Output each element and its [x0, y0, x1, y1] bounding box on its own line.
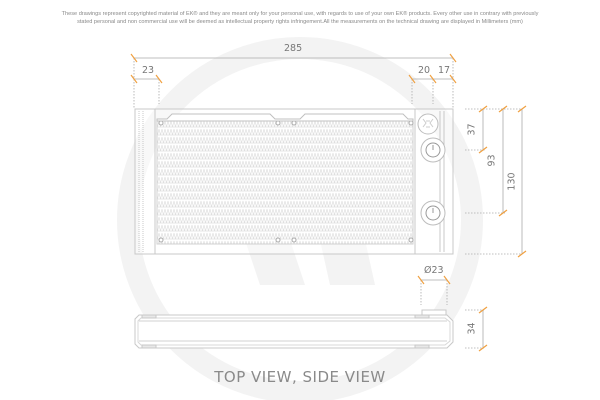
- dim-port-spacing: 93: [486, 154, 498, 167]
- outlet-port: [420, 200, 446, 226]
- dim-right-offset: 17: [438, 65, 451, 76]
- dim-left-endtank: 23: [142, 65, 155, 76]
- view-caption: TOP VIEW, SIDE VIEW: [214, 368, 386, 386]
- disclaimer-line-2: stated personal and non commercial use w…: [77, 19, 523, 25]
- dimension-lines: [133, 57, 523, 349]
- dim-port-diameter: Ø23: [424, 265, 444, 276]
- inlet-port: [420, 137, 446, 163]
- dim-overall-width: 130: [506, 172, 518, 191]
- dim-overall-length: 285: [284, 43, 303, 54]
- radiator-top-view: [134, 108, 454, 255]
- disclaimer-line-1: These drawings represent copyrighted mat…: [61, 11, 539, 17]
- dimension-ticks: [130, 53, 527, 352]
- dim-port-offset: 20: [418, 65, 431, 76]
- port-logo-cap: [417, 113, 439, 135]
- copyright-disclaimer: These drawings represent copyrighted mat…: [0, 10, 600, 26]
- dim-thickness: 34: [466, 322, 478, 335]
- dim-port1-from-top: 37: [466, 123, 478, 136]
- radiator-side-view: [134, 309, 454, 349]
- ek-watermark-logo: [117, 37, 483, 400]
